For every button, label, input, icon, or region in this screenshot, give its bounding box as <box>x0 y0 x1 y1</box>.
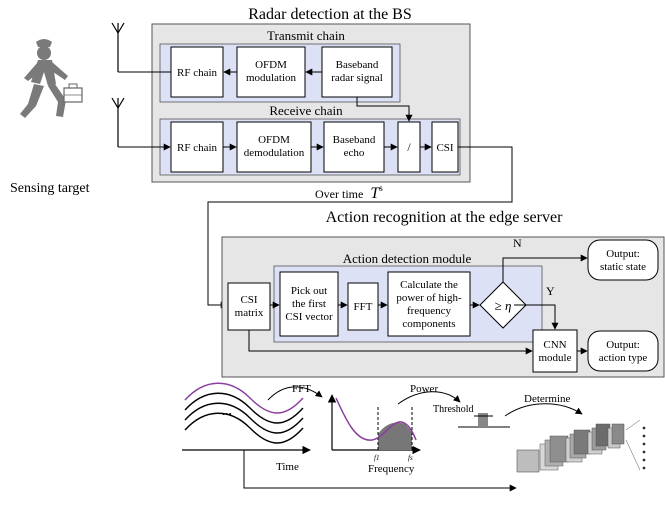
power-arrow-label: Power <box>410 383 438 395</box>
tx-baseband-label-1: Baseband <box>336 59 379 71</box>
pick-csi-label-2: the first <box>292 298 326 310</box>
threshold-compare-label: ≥ η <box>495 298 512 313</box>
action-title: Action recognition at the edge server <box>326 209 563 226</box>
fft-arrow-label: FFT <box>292 383 311 395</box>
spectrum-plot <box>327 394 421 455</box>
rx-baseband-label-1: Baseband <box>333 134 376 146</box>
csi-to-server-arrow <box>207 146 513 309</box>
output-static-label-2: static state <box>600 261 646 273</box>
cnn-network-illustration <box>516 419 646 473</box>
time-series-to-cnn-arrow <box>243 450 517 492</box>
csi-matrix-block <box>227 282 271 331</box>
y-label: Y <box>546 284 555 298</box>
arrow-matrix-cnn <box>248 330 533 355</box>
series-dots: ... <box>222 403 232 418</box>
arrow-y-cnn <box>514 304 559 330</box>
fft-label: FFT <box>354 301 373 313</box>
tx-rf-chain-label: RF chain <box>177 67 218 79</box>
power-curve-arrow <box>397 391 461 405</box>
output-action-label-2: action type <box>599 352 648 364</box>
rx-baseband-block <box>323 121 385 173</box>
csi-label: CSI <box>436 142 453 154</box>
fft-block <box>347 282 379 331</box>
calc-power-label-3: frequency <box>407 305 451 317</box>
tx-antenna-icon <box>111 22 125 72</box>
threshold-label: Threshold <box>433 404 474 415</box>
tx-to-divide-arrow <box>356 97 413 122</box>
radar-title: Radar detection at the BS <box>248 6 412 23</box>
sensing-target-label: Sensing target <box>10 181 90 196</box>
threshold-compare-diamond <box>479 281 527 329</box>
f2-tick-label: fs <box>408 454 413 462</box>
csi-matrix-label-2: matrix <box>235 307 264 319</box>
csi-block <box>431 121 459 173</box>
briefcase-icon <box>63 83 83 103</box>
rx-rf-chain-label: RF chain <box>177 142 218 154</box>
tx-baseband-label-2: radar signal <box>331 72 383 84</box>
arrow-n-static <box>502 254 588 282</box>
tx-ofdm-block <box>236 46 306 98</box>
f1-tick-label: f1 <box>374 454 379 462</box>
rx-baseband-label-2: echo <box>344 147 365 159</box>
calc-power-label-4: components <box>402 318 455 330</box>
output-action-block <box>587 330 659 372</box>
frequency-axis-label: Frequency <box>368 463 415 475</box>
threshold-plot <box>458 413 510 428</box>
rx-antenna-icon <box>111 97 125 147</box>
pick-csi-label-1: Pick out <box>291 285 327 297</box>
tx-ofdm-label-2: modulation <box>246 72 297 84</box>
person-icon <box>20 39 68 118</box>
tx-rf-chain-block <box>170 46 224 98</box>
n-label: N <box>513 236 522 250</box>
tx-ofdm-label-1: OFDM <box>255 59 287 71</box>
pick-csi-block <box>279 271 339 337</box>
detection-module-title: Action detection module <box>343 251 472 266</box>
calc-power-block <box>387 271 471 337</box>
rx-ofdm-label-2: demodulation <box>244 147 305 159</box>
calc-power-label-2: power of high- <box>396 292 462 304</box>
cnn-module-label-1: CNN <box>543 339 566 351</box>
pick-csi-label-3: CSI vector <box>285 311 333 323</box>
fft-curve-arrow <box>267 386 323 401</box>
divide-label: / <box>407 140 411 154</box>
receive-title: Receive chain <box>269 103 343 118</box>
over-time-label: Over time Ts <box>315 183 383 202</box>
cnn-module-block <box>532 329 578 373</box>
cnn-module-label-2: module <box>539 352 572 364</box>
csi-matrix-label-1: CSI <box>240 294 257 306</box>
calc-power-label-1: Calculate the <box>400 279 458 291</box>
output-static-block <box>587 239 659 281</box>
time-series-plot <box>182 382 311 455</box>
rx-ofdm-label-1: OFDM <box>258 134 290 146</box>
output-static-label-1: Output: <box>606 248 640 260</box>
transmit-title: Transmit chain <box>267 28 345 43</box>
time-axis-label: Time <box>276 461 299 473</box>
output-action-label-1: Output: <box>606 339 640 351</box>
determine-arrow-label: Determine <box>524 393 571 405</box>
determine-curve-arrow <box>504 403 583 417</box>
